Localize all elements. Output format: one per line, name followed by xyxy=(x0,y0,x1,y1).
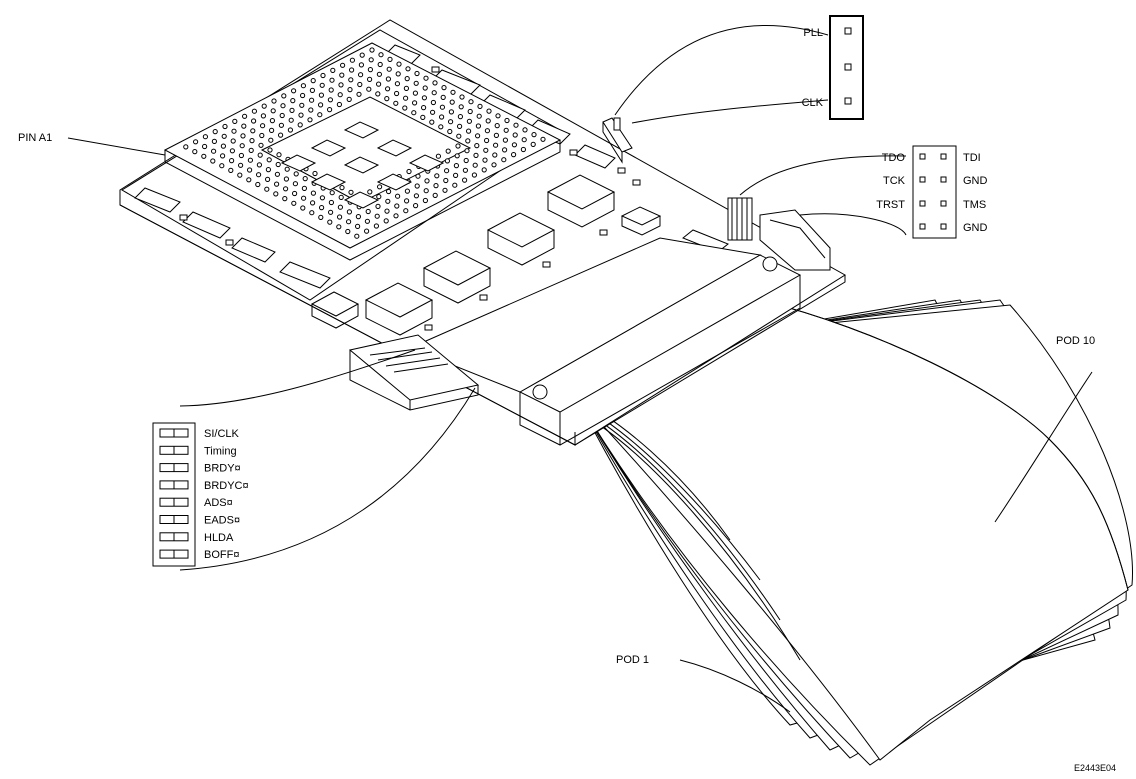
leader-lines xyxy=(67,24,1093,713)
jtag-label-tms: TMS xyxy=(963,199,986,211)
jtag-label-tck: TCK xyxy=(883,175,906,187)
ribbon-header xyxy=(408,237,762,393)
jtag-upper-leader xyxy=(739,155,907,196)
pga-socket xyxy=(163,42,562,261)
dip-switch-label: Timing xyxy=(204,445,237,457)
cable-connector-block xyxy=(518,254,802,446)
dip-switch-onboard xyxy=(348,334,480,411)
pin-a1-leader xyxy=(67,137,166,156)
small-components xyxy=(179,66,641,331)
ribbon-cable xyxy=(574,299,1134,766)
pll-label: PLL xyxy=(803,27,823,39)
dip-upper-leader xyxy=(179,349,416,407)
jtag-header-detail: TDO TDI TCK GND TRST TMS GND xyxy=(876,145,988,239)
pll-jumper-detail: PLL CLK xyxy=(802,15,864,120)
jtag-label-gnd-1: GND xyxy=(963,175,988,187)
jtag-lower-leader xyxy=(799,213,907,236)
jtag-connector-onboard xyxy=(727,197,831,271)
jtag-label-tdi: TDI xyxy=(963,152,981,164)
pod-1-label: POD 1 xyxy=(616,654,649,666)
pll-lower-leader xyxy=(631,99,829,124)
pll-upper-leader xyxy=(614,24,829,116)
pod-1-leader xyxy=(679,659,791,713)
pin-a1-label: PIN A1 xyxy=(18,132,52,144)
pga-pin-grid xyxy=(183,47,546,239)
pod-10-leader xyxy=(994,371,1093,523)
jtag-label-tdo: TDO xyxy=(882,152,906,164)
dip-switch-label: HLDA xyxy=(204,532,234,544)
pod-10-label: POD 10 xyxy=(1056,335,1095,347)
figure-id-label: E2443E04 xyxy=(1074,763,1116,773)
jtag-label-trst: TRST xyxy=(876,199,905,211)
dip-lower-leader xyxy=(179,387,476,571)
pll-jumper-onboard xyxy=(602,117,633,164)
dip-switch-label: EADS¤ xyxy=(204,515,240,527)
dip-switch-label: ADS¤ xyxy=(204,497,233,509)
plcc-chips xyxy=(310,174,662,336)
clk-label: CLK xyxy=(802,97,824,109)
dip-switch-label: BRDYC¤ xyxy=(204,480,249,492)
dip-switch-label: SI/CLK xyxy=(204,428,240,440)
dip-switch-label: BOFF¤ xyxy=(204,549,239,561)
jtag-label-gnd-2: GND xyxy=(963,222,988,234)
dip-switch-label: BRDY¤ xyxy=(204,463,241,475)
